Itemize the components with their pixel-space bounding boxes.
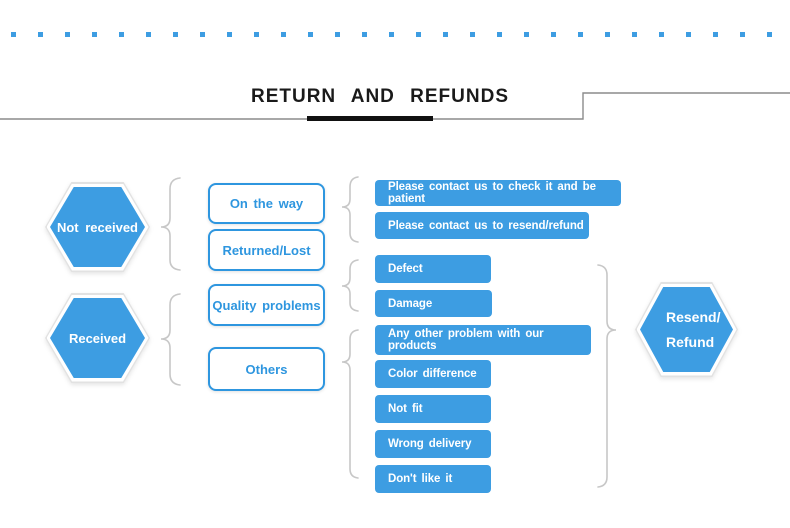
outcome-label: Damage [388, 297, 433, 310]
outcome-box-dont-like-it: Don't like it [375, 465, 491, 493]
hexagon-received: Received [45, 293, 150, 383]
outcome-label: Defect [388, 263, 423, 275]
outcome-box-color-difference: Color difference [375, 360, 491, 388]
category-box-returned-lost: Returned/Lost [208, 229, 325, 271]
category-label: Quality problems [212, 297, 321, 313]
outcome-label: Any other problem with our products [388, 328, 544, 352]
brace-not-received [160, 177, 181, 271]
brace-on-the-way-group [341, 176, 359, 243]
outcome-label: Don't like it [388, 473, 453, 485]
outcome-label: Please contact us to check it and be pat… [388, 181, 596, 205]
header-step-rule [0, 92, 790, 120]
outcome-label: Wrong delivery [388, 438, 472, 450]
refund-line: Refund [666, 333, 715, 350]
resend-line: Resend/ [666, 308, 721, 325]
outcome-box-resend-refund: Please contact us to resend/refund [375, 212, 589, 239]
category-label: Others [245, 361, 288, 377]
hexagon-resend-refund: Resend/ Refund [635, 282, 738, 377]
brace-resend-refund [597, 264, 617, 488]
category-label: Returned/Lost [222, 242, 311, 258]
brace-others-group [341, 329, 359, 479]
category-label: On the way [229, 196, 304, 211]
category-box-quality-problems: Quality problems [208, 284, 325, 326]
category-box-on-the-way: On the way [208, 183, 325, 224]
outcome-label: Color difference [388, 368, 477, 380]
hexagon-not-received: Not received [45, 182, 150, 272]
outcome-box-damage: Damage [375, 290, 492, 317]
category-box-others: Others [208, 347, 325, 391]
outcome-box-any-other-problem: Any other problem with our products [375, 325, 591, 355]
brace-received [160, 293, 181, 386]
page-title: RETURN AND REFUNDS [250, 86, 510, 107]
outcome-box-not-fit: Not fit [375, 395, 491, 423]
outcome-box-wrong-delivery: Wrong delivery [375, 430, 491, 458]
outcome-label: Not fit [388, 403, 423, 415]
title-underline [307, 116, 433, 121]
hexagon-label: Received [50, 298, 145, 378]
dotted-divider [11, 32, 783, 37]
outcome-label: Please contact us to resend/refund [388, 219, 584, 232]
outcome-box-defect: Defect [375, 255, 491, 283]
brace-quality-problems-group [341, 259, 359, 312]
outcome-box-check-patient: Please contact us to check it and be pat… [375, 180, 621, 206]
